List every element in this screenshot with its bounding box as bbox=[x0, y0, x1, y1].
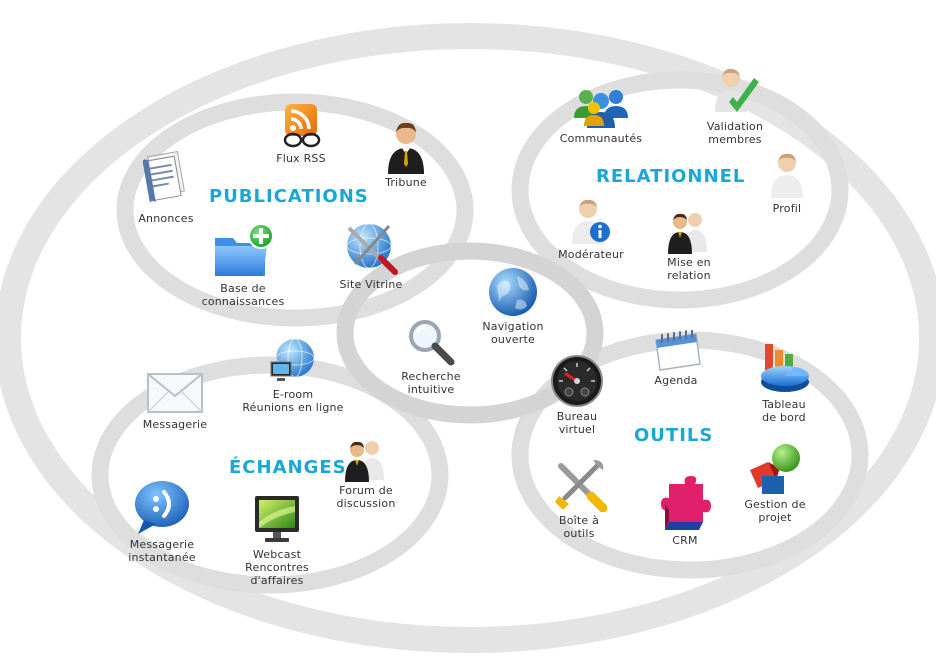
messagerie-label: Messagerie bbox=[142, 418, 208, 431]
base-label: Base de connaissances bbox=[201, 282, 285, 308]
item-validation[interactable]: Validation membres bbox=[690, 66, 780, 146]
outils-title: OUTILS bbox=[634, 425, 714, 446]
tableau-label: Tableau de bord bbox=[762, 398, 806, 424]
agenda-label: Agenda bbox=[654, 374, 698, 387]
mise-label: Mise en relation bbox=[667, 256, 711, 282]
item-eroom[interactable]: E-room Réunions en ligne bbox=[228, 336, 358, 414]
site-vitrine-label: Site Vitrine bbox=[339, 278, 403, 291]
globe-tools-icon bbox=[346, 223, 398, 275]
user-icon bbox=[771, 153, 803, 198]
item-profil[interactable]: Profil bbox=[762, 150, 812, 215]
ring-echanges bbox=[91, 356, 449, 594]
item-base-connaissances[interactable]: Base de connaissances bbox=[188, 222, 298, 308]
businessman-icon bbox=[388, 122, 424, 174]
network-globe-icon bbox=[270, 338, 315, 381]
tools-icon bbox=[555, 460, 607, 512]
outer-ring bbox=[0, 23, 936, 653]
user-info-icon bbox=[572, 199, 610, 244]
item-agenda[interactable]: Agenda bbox=[636, 330, 716, 387]
communautes-label: Communautés bbox=[559, 132, 643, 145]
chat-bubble-icon bbox=[135, 481, 189, 534]
item-navigation[interactable]: Navigation ouverte bbox=[468, 266, 558, 346]
publications-title: PUBLICATIONS bbox=[209, 186, 369, 207]
documents-icon bbox=[142, 151, 185, 204]
validation-label: Validation membres bbox=[706, 120, 764, 146]
flux-rss-label: Flux RSS bbox=[276, 152, 326, 165]
puzzle-icon bbox=[661, 476, 711, 530]
boite-label: Boîte à outils bbox=[558, 514, 600, 540]
monitor-icon bbox=[255, 496, 299, 542]
item-webcast[interactable]: Webcast Rencontres d'affaires bbox=[232, 492, 322, 587]
item-crm[interactable]: CRM bbox=[650, 474, 720, 547]
navigation-label: Navigation ouverte bbox=[482, 320, 544, 346]
forum-label: Forum de discussion bbox=[336, 484, 396, 510]
item-mise-en-relation[interactable]: Mise en relation bbox=[654, 208, 724, 282]
item-gestion-de-projet[interactable]: Gestion de projet bbox=[730, 440, 820, 524]
bureau-label: Bureau virtuel bbox=[556, 410, 598, 436]
two-users-icon bbox=[345, 441, 384, 482]
profil-label: Profil bbox=[772, 202, 802, 215]
rss-icon bbox=[283, 104, 321, 148]
item-boite-a-outils[interactable]: Boîte à outils bbox=[544, 456, 614, 540]
moderateur-label: Modérateur bbox=[558, 248, 624, 261]
shapes-icon bbox=[750, 444, 800, 494]
item-recherche[interactable]: Recherche intuitive bbox=[386, 316, 476, 396]
eroom-label: E-room Réunions en ligne bbox=[242, 388, 344, 414]
item-forum[interactable]: Forum de discussion bbox=[326, 436, 406, 510]
crm-label: CRM bbox=[672, 534, 698, 547]
item-moderateur[interactable]: Modérateur bbox=[546, 196, 636, 261]
item-messagerie-instantanee[interactable]: Messagerie instantanée bbox=[112, 478, 212, 564]
item-flux-rss[interactable]: Flux RSS bbox=[266, 100, 336, 165]
webcast-label: Webcast Rencontres d'affaires bbox=[245, 548, 309, 587]
item-tribune[interactable]: Tribune bbox=[376, 120, 436, 189]
item-messagerie[interactable]: Messagerie bbox=[130, 370, 220, 431]
user-check-icon bbox=[715, 68, 759, 112]
echanges-title: ÉCHANGES bbox=[229, 457, 347, 478]
globe-icon bbox=[489, 268, 537, 316]
users-group-icon bbox=[574, 90, 628, 128]
annonces-label: Annonces bbox=[138, 212, 194, 225]
magnifier-icon bbox=[409, 320, 455, 366]
ring-publications bbox=[116, 93, 474, 327]
recherche-label: Recherche intuitive bbox=[401, 370, 461, 396]
ring-relationnel bbox=[511, 71, 849, 309]
ring-center bbox=[336, 242, 604, 424]
item-tableau-de-bord[interactable]: Tableau de bord bbox=[744, 340, 824, 424]
tribune-label: Tribune bbox=[385, 176, 427, 189]
item-site-vitrine[interactable]: Site Vitrine bbox=[326, 220, 416, 291]
calendar-icon bbox=[655, 330, 701, 371]
relationnel-title: RELATIONNEL bbox=[596, 166, 746, 187]
item-bureau-virtuel[interactable]: Bureau virtuel bbox=[542, 354, 612, 436]
item-communautes[interactable]: Communautés bbox=[546, 84, 656, 145]
gestion-label: Gestion de projet bbox=[744, 498, 806, 524]
dashboard-gauge-icon bbox=[551, 355, 603, 407]
instant-label: Messagerie instantanée bbox=[128, 538, 196, 564]
envelope-icon bbox=[147, 373, 203, 413]
item-annonces[interactable]: Annonces bbox=[126, 148, 206, 225]
two-users-icon bbox=[668, 213, 707, 254]
folder-add-icon bbox=[215, 223, 274, 276]
chart-icon bbox=[761, 344, 809, 392]
